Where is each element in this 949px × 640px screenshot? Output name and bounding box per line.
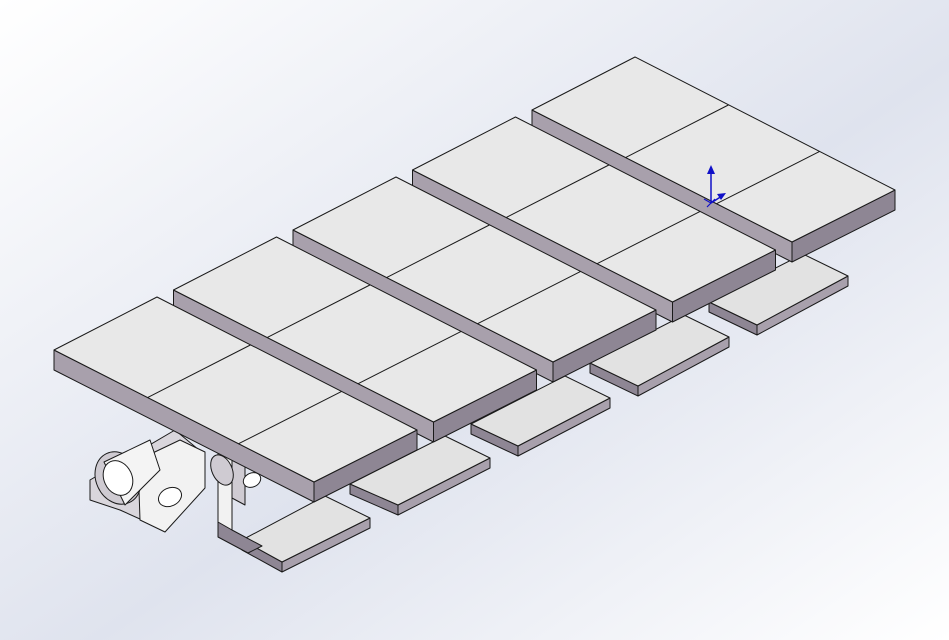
slat-top-face-3 xyxy=(292,176,657,363)
slat-seam-a-1 xyxy=(147,344,251,398)
slat-seam-b-1 xyxy=(238,390,342,445)
slat-seam-a-4 xyxy=(505,164,610,218)
slat-top-face-4 xyxy=(412,116,776,303)
slat-top-face-2 xyxy=(173,236,537,423)
slat-top-face-1 xyxy=(53,296,418,483)
slat-seam-b-3 xyxy=(477,270,581,325)
chain-pin-end xyxy=(210,454,234,486)
slat-seam-a-3 xyxy=(386,224,490,278)
slat-seam-a-2 xyxy=(266,284,371,338)
chain-pin-hole xyxy=(157,486,183,508)
bracket-hole xyxy=(242,472,262,488)
slat-top-face-5 xyxy=(531,56,896,243)
slat-seam-b-4 xyxy=(596,210,701,265)
chain-roller-bore xyxy=(102,460,134,496)
slat-chain-model[interactable] xyxy=(53,56,896,573)
mounting-tab-top-3 xyxy=(470,375,611,447)
slat-seam-b-5 xyxy=(716,150,820,205)
coordinate-triad-icon xyxy=(703,165,726,208)
slat-seam-b-2 xyxy=(357,330,462,385)
mounting-tab-top-1 xyxy=(241,495,371,563)
slat-seam-a-5 xyxy=(625,104,729,158)
